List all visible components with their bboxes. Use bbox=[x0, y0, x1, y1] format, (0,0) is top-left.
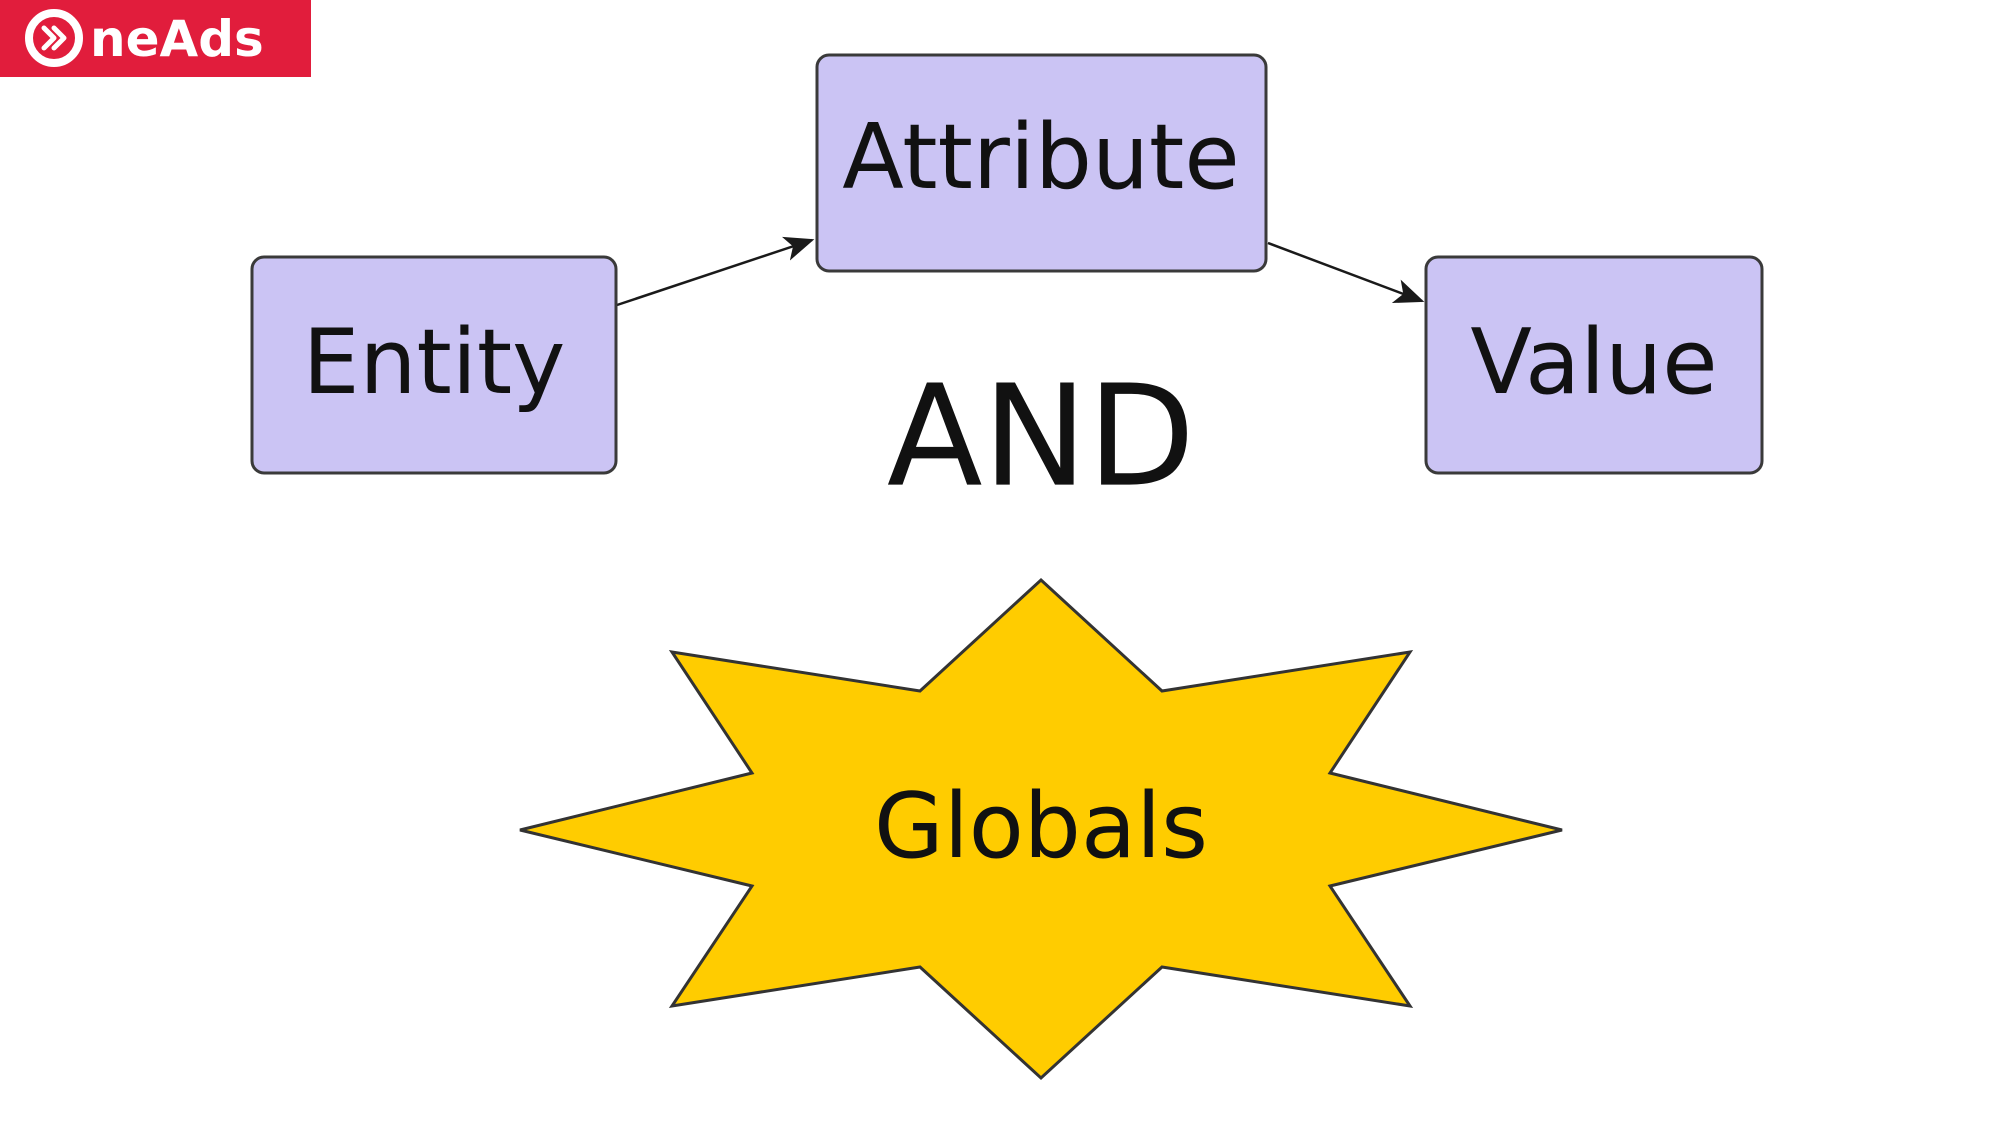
entity-node: Entity bbox=[250, 255, 618, 475]
starburst-shape bbox=[519, 577, 1563, 1081]
globals-starburst: Globals bbox=[519, 577, 1563, 1081]
logo-wordmark: neAds bbox=[90, 10, 264, 68]
and-connector-label: AND bbox=[887, 356, 1195, 519]
value-box bbox=[1424, 255, 1764, 475]
attribute-box bbox=[815, 53, 1268, 273]
attribute-node: Attribute bbox=[815, 53, 1268, 273]
globals-label: Globals bbox=[874, 774, 1208, 879]
value-node: Value bbox=[1424, 255, 1764, 475]
oneads-logo: neAds bbox=[0, 0, 311, 77]
arrow-entity-to-attribute bbox=[616, 236, 815, 307]
logo-o-icon bbox=[25, 9, 83, 67]
arrow-attribute-to-value bbox=[1267, 241, 1425, 304]
entity-label: Entity bbox=[303, 310, 566, 415]
value-label: Value bbox=[1470, 310, 1717, 415]
entity-box bbox=[250, 255, 618, 475]
attribute-label: Attribute bbox=[842, 105, 1239, 210]
